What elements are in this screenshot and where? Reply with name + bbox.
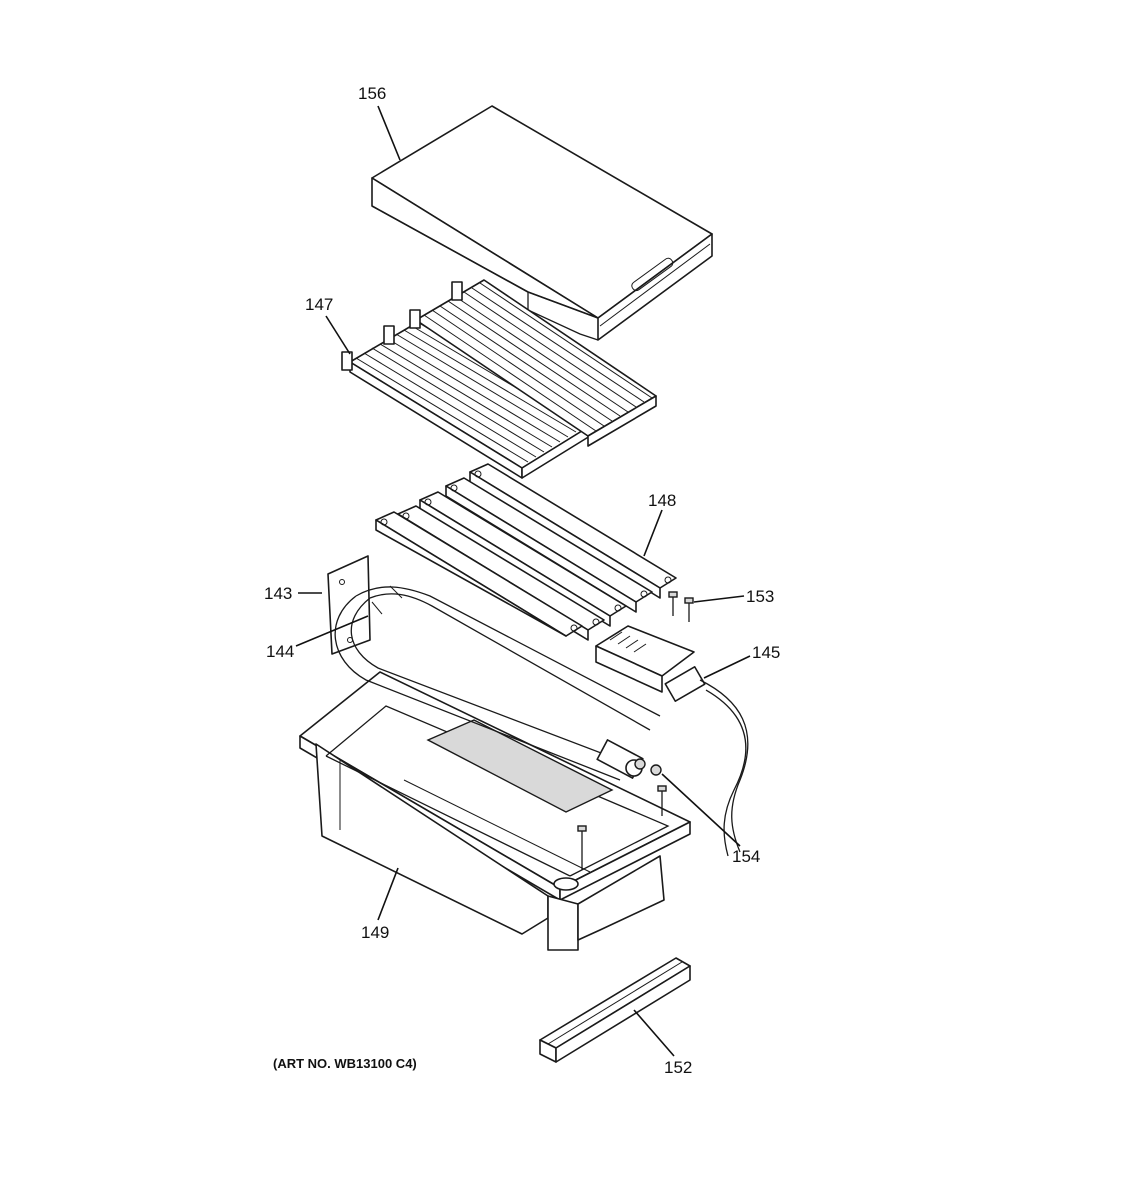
callout-145: 145 bbox=[752, 643, 780, 662]
callout-143: 143 bbox=[264, 584, 292, 603]
callout-147: 147 bbox=[305, 295, 333, 314]
leader-lines bbox=[295, 105, 751, 1057]
part-144-burner-tube bbox=[334, 585, 661, 781]
part-153-screws bbox=[668, 591, 694, 622]
part-147-grill-grates bbox=[341, 279, 657, 479]
callout-149: 149 bbox=[361, 923, 389, 942]
part-143-burner-bracket bbox=[327, 555, 371, 655]
callout-152: 152 bbox=[664, 1058, 692, 1077]
art-number: (ART NO. WB13100 C4) bbox=[273, 1056, 417, 1071]
callout-144: 144 bbox=[266, 642, 294, 661]
part-148-burner-shields bbox=[375, 463, 677, 641]
callout-153: 153 bbox=[746, 587, 774, 606]
part-156-grill-cover bbox=[371, 105, 713, 341]
callout-148: 148 bbox=[648, 491, 676, 510]
part-152-trim-channel bbox=[539, 957, 691, 1063]
part-149-grill-pan bbox=[299, 671, 691, 951]
part-145-igniter bbox=[595, 625, 749, 857]
part-154-nuts bbox=[577, 758, 667, 870]
callout-154: 154 bbox=[732, 847, 760, 866]
callout-156: 156 bbox=[358, 84, 386, 103]
